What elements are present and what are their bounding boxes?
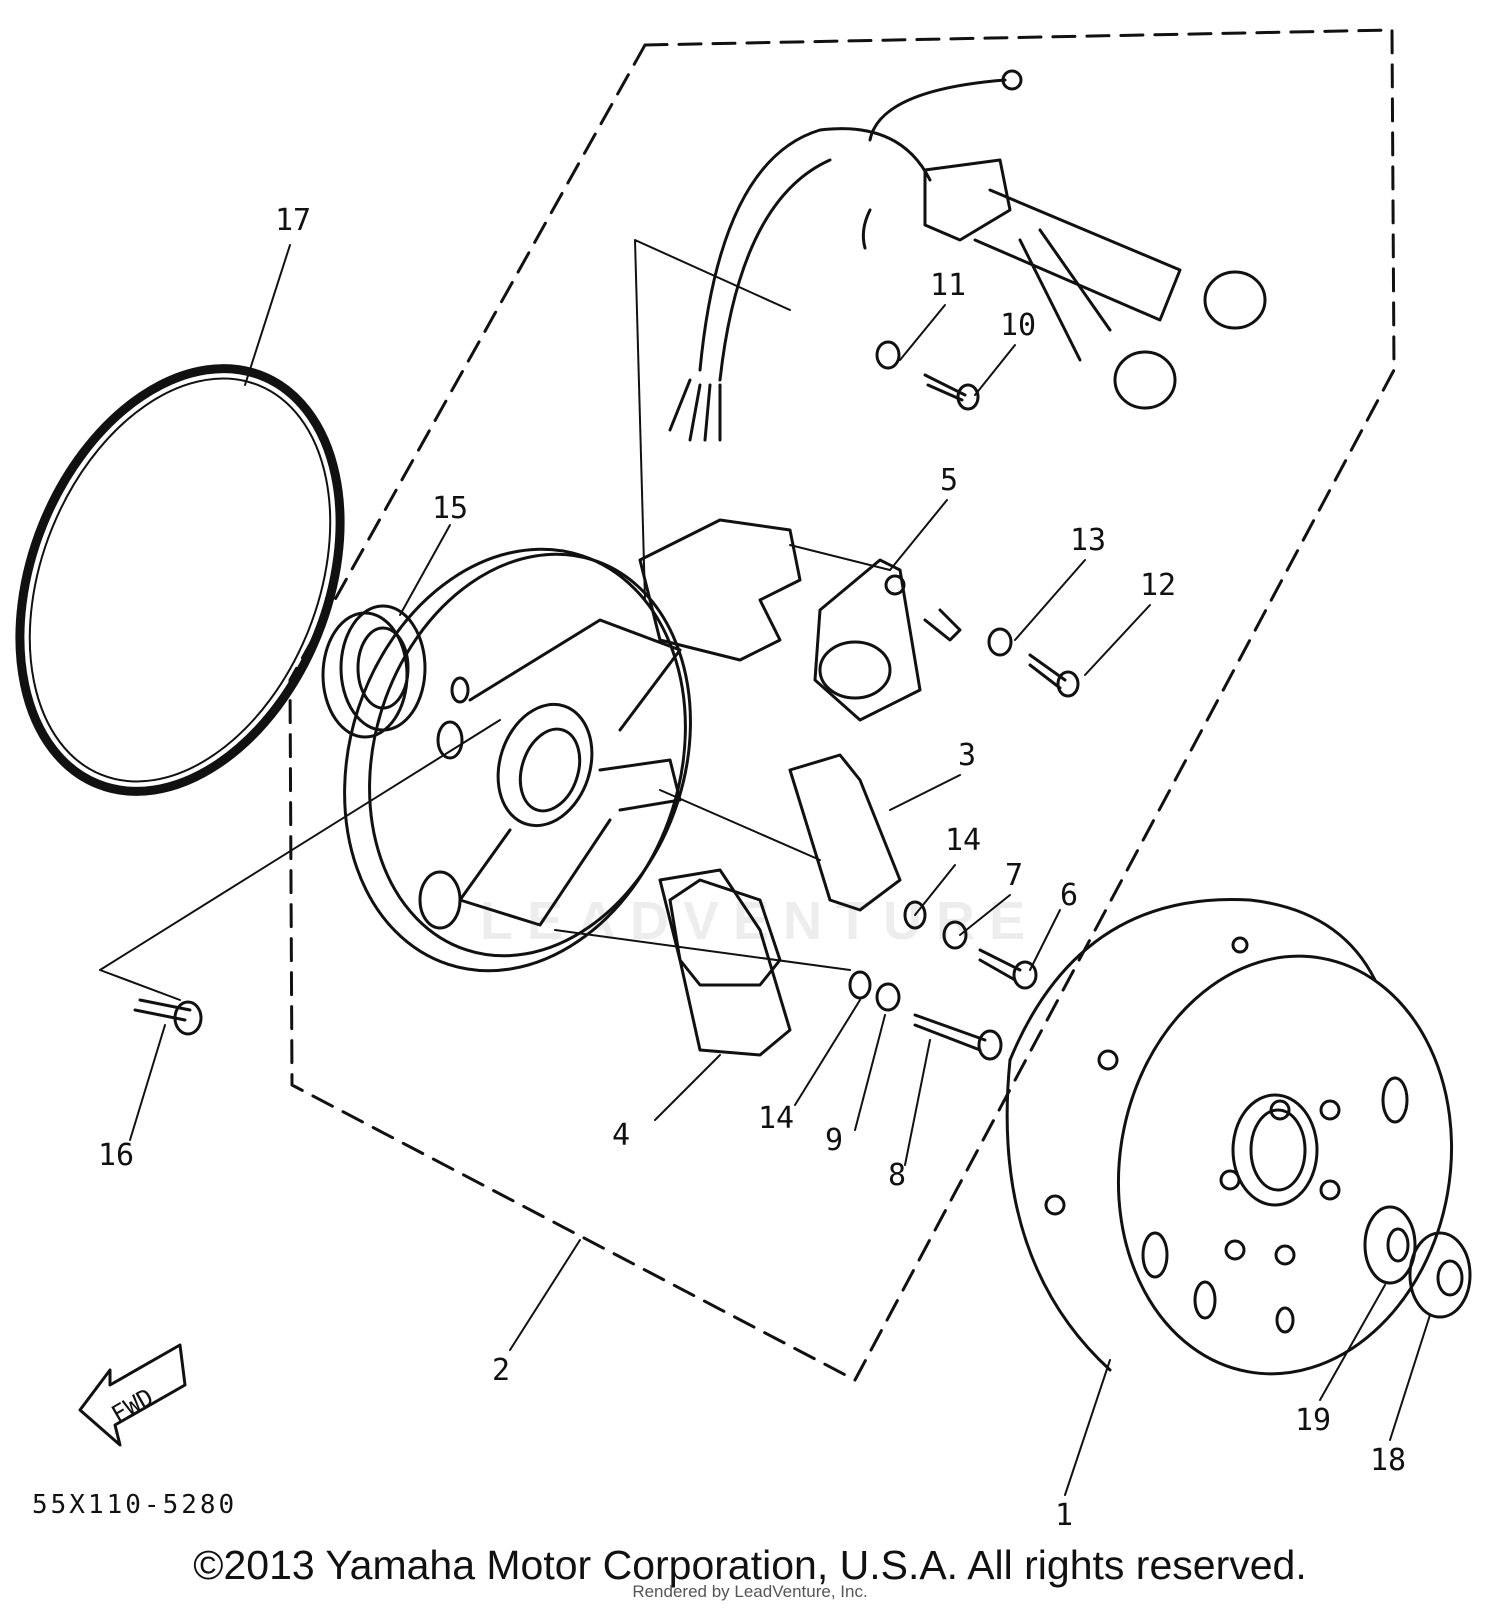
callout-3: 3	[958, 738, 976, 773]
callout-5: 5	[940, 463, 958, 498]
diagram-code: 55X110-5280	[32, 1490, 238, 1520]
callout-17: 17	[275, 203, 311, 238]
o-ring-part-17	[15, 364, 345, 796]
coil-part-4	[658, 868, 792, 1057]
callout-16: 16	[98, 1138, 134, 1173]
callout-18: 18	[1370, 1443, 1406, 1478]
leader-lines	[99, 239, 891, 1001]
callout-10: 10	[1000, 308, 1036, 343]
callout-14-upper: 14	[945, 823, 981, 858]
callout-4: 4	[612, 1118, 630, 1153]
charge-coil-part-3	[788, 753, 902, 912]
callout-leaders	[129, 244, 1431, 1496]
callout-6: 6	[1060, 878, 1078, 913]
fwd-label: FWD	[107, 1383, 159, 1429]
hardware	[133, 340, 1080, 1061]
callout-12: 12	[1140, 568, 1176, 603]
stator-plate	[343, 518, 802, 987]
nut-part-18	[1408, 1231, 1472, 1319]
copyright-notice: ©2013 Yamaha Motor Corporation, U.S.A. A…	[193, 1542, 1307, 1588]
callout-7: 7	[1005, 858, 1023, 893]
callout-9: 9	[825, 1123, 843, 1158]
callout-2: 2	[492, 1353, 510, 1388]
callout-1: 1	[1055, 1498, 1073, 1533]
washer-part-19	[1363, 1205, 1417, 1285]
flywheel-rotor-part-1	[1005, 897, 1454, 1376]
callout-19: 19	[1295, 1403, 1331, 1438]
wiring-harness	[668, 69, 1267, 442]
callout-11: 11	[930, 268, 966, 303]
callout-15: 15	[432, 491, 468, 526]
pickup-coil-part-5	[813, 558, 922, 722]
rendered-by-notice: Rendered by LeadVenture, Inc.	[632, 1582, 868, 1601]
callout-14-lower: 14	[758, 1101, 794, 1136]
callout-8: 8	[888, 1158, 906, 1193]
fwd-arrow-icon	[78, 1343, 187, 1447]
callout-13: 13	[1070, 523, 1106, 558]
